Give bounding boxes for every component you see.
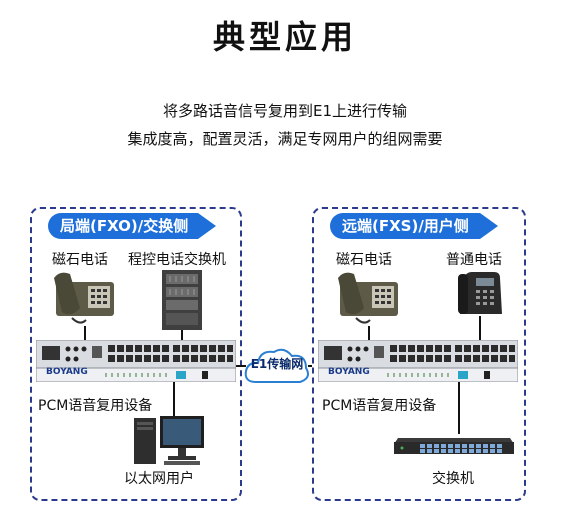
right-magneto-phone-label: 磁石电话 [336,252,392,268]
magneto-phone-icon [54,272,114,324]
left-pcm-mux-device [36,340,236,382]
pbx-cabinet-icon [162,270,202,330]
description-line-1: 将多路话音信号复用到E1上进行传输 [162,102,408,120]
switch-label: 交换机 [432,471,474,487]
left-ethernet-link [173,382,175,418]
left-phone-link [84,326,86,342]
right-brand-label: BOYANG [328,367,370,377]
left-pbx-link [181,330,183,342]
right-switch-link [458,382,460,434]
right-pcm-mux-device [318,340,518,382]
left-magneto-phone-label: 磁石电话 [52,252,108,268]
right-deskphone-link [479,316,481,342]
ethernet-user-label: 以太网用户 [124,471,194,487]
right-phone-label: 普通电话 [446,252,502,268]
e1-network-label: E1传输网 [250,357,304,371]
description-line-2: 集成度高，配置灵活，满足专网用户的组网需要 [127,130,443,148]
left-pbx-label: 程控电话交换机 [128,252,226,268]
right-panel-header: 远端(FXS)/用户侧 [330,213,498,239]
left-panel-header: 局端(FXO)/交换侧 [48,213,216,239]
right-phone-link [368,326,370,342]
page-title: 典型应用 [212,18,357,56]
left-mux-label: PCM语音复用设备 [38,398,153,414]
left-e1-link [236,365,246,367]
magneto-phone-icon [338,272,398,324]
computer-icon [134,416,204,465]
network-switch-icon [394,438,514,454]
desk-phone-icon [458,272,502,314]
cloud-icon [244,348,309,383]
right-mux-label: PCM语音复用设备 [322,398,437,414]
left-brand-label: BOYANG [46,367,88,377]
